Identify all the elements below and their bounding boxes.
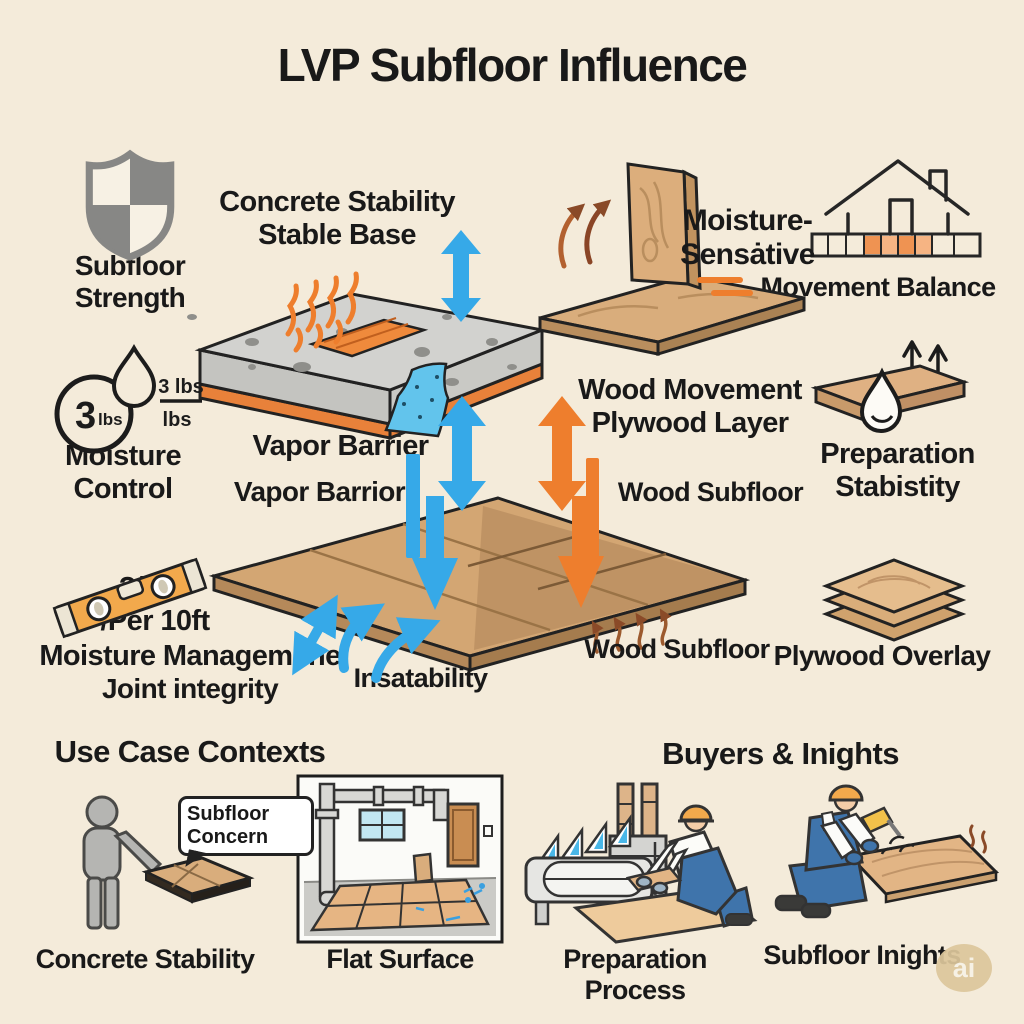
moisture-control-label: Moisture Control [28, 440, 218, 506]
orange-movement-arrows-icon [538, 396, 604, 608]
gauge-circle-unit: lbs [98, 410, 123, 429]
wood-movement-line2: Plywood Layer [591, 406, 789, 439]
brown-squiggle-arrows-icon [591, 608, 672, 654]
plank-droplet-icon [810, 340, 970, 433]
gauge-fraction-top: 3 lbs [158, 376, 204, 398]
moisture-sensitive-line1: Moisture- [682, 204, 813, 237]
concrete-stability-line1: Concrete Stability [219, 186, 455, 218]
moisture-sensitive-label: Moisture- Sensȧtive [640, 204, 855, 272]
orange-dash-marks-icon [697, 277, 753, 296]
wood-movement-label: Wood Movement Plywood Layer [560, 374, 820, 440]
bubble-line2: Concern [187, 826, 269, 848]
preparation-stability-label: Preparation Stabistity [790, 438, 1005, 504]
scene-person-plank [82, 795, 255, 930]
gauge-circle-value: 3 [75, 395, 96, 437]
blue-movement-arrows-icon [406, 396, 486, 610]
ai-watermark-badge: ai [936, 944, 992, 992]
subfloor-strength-label: Subfloor Strength [28, 250, 232, 313]
preparation-stability-line1: Preparation [820, 438, 975, 470]
house-foundation-icon [810, 159, 982, 258]
plywood-overlay-label: Plywood Overlay [773, 640, 991, 671]
scene3-caption: Preparation Process [540, 944, 730, 1005]
moisture-management-line2: Joint integrity [101, 672, 279, 704]
scene-preparation-machine [524, 782, 758, 944]
scene4-caption: Subfloor Inights [763, 940, 961, 970]
scene3-caption-line1: Preparation [563, 944, 707, 974]
scene1-caption: Concrete Stability [35, 944, 255, 974]
scene-basement-room [296, 774, 504, 944]
wood-subfloor-right-label: Wood Subfloor [617, 477, 804, 507]
page-title: LVP Subfloor Influence [277, 39, 748, 91]
preparation-stability-line2: Stabistity [835, 470, 960, 503]
concrete-stability-label: Concrete Stability Stable Base [192, 186, 482, 252]
scene3-caption-line2: Process [584, 974, 686, 1005]
moisture-sensitive-line2: Sensȧtive [680, 237, 815, 271]
moisture-management-label: Moisture Managemene Joint integrity [20, 640, 360, 704]
shield-check-icon [85, 149, 175, 261]
subfloor-strength-line2: Strength [74, 281, 186, 313]
droplet-gauge-icon: 3 lbs 3 lbs lbs [54, 343, 204, 454]
bubble-line1: Subfloor [187, 803, 270, 825]
spirit-level-icon [52, 557, 208, 639]
moisture-management-line1: Moisture Managemene [39, 640, 341, 672]
speech-bubble: Subfloor Concern [178, 796, 314, 856]
blue-curved-arrows-icon [292, 594, 441, 683]
blue-double-arrow-icon [441, 230, 481, 322]
gauge-fraction-bottom: lbs [163, 409, 192, 431]
use-case-heading: Use Case Contexts [54, 734, 326, 769]
vapor-barrier-lower-label: Vapor Barrior [233, 476, 406, 507]
scene-subfloor-worker [774, 784, 1000, 919]
concrete-stability-line2: Stable Base [258, 218, 416, 251]
scene2-caption: Flat Surface [326, 944, 474, 974]
wood-subfloor-bottom-label: Wood Subfloor [584, 634, 770, 664]
moisture-control-line2: Control [73, 472, 173, 505]
buyers-heading: Buyers & Inights [662, 736, 899, 771]
wood-movement-line1: Wood Movement [578, 374, 802, 406]
plywood-stack-icon [821, 558, 967, 642]
